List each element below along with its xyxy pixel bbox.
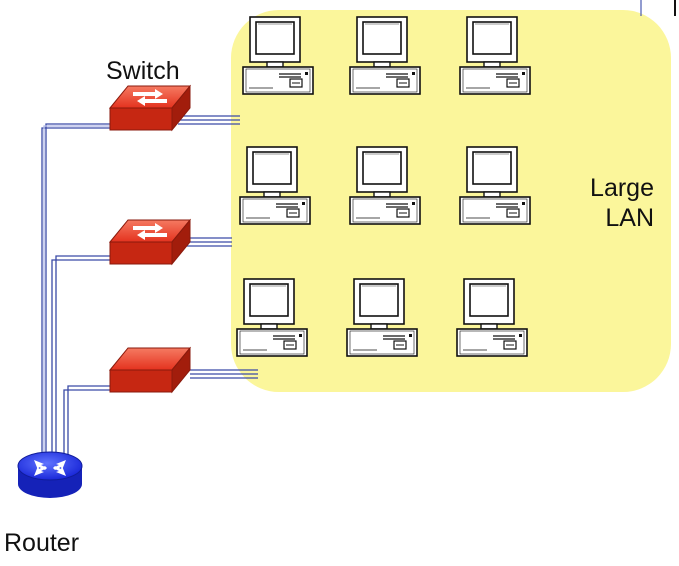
switch-icon — [109, 85, 191, 131]
switch-icon — [109, 219, 191, 265]
lan-label: Large LAN — [560, 173, 654, 233]
cable-switch3-router — [63, 385, 114, 456]
lan-area — [231, 10, 671, 392]
cable-switch3-lan — [190, 369, 258, 379]
router-label: Router — [4, 529, 80, 557]
switch-icon — [109, 347, 191, 393]
lan-label-line1: Large — [590, 174, 654, 202]
cable-switch1-lan — [178, 115, 240, 125]
switch-label: Switch — [106, 57, 180, 85]
lan-label-line2: LAN — [605, 204, 654, 232]
cable-switch2-router — [51, 255, 114, 458]
router-icon — [17, 451, 83, 498]
cable-switch1-router — [41, 123, 114, 466]
